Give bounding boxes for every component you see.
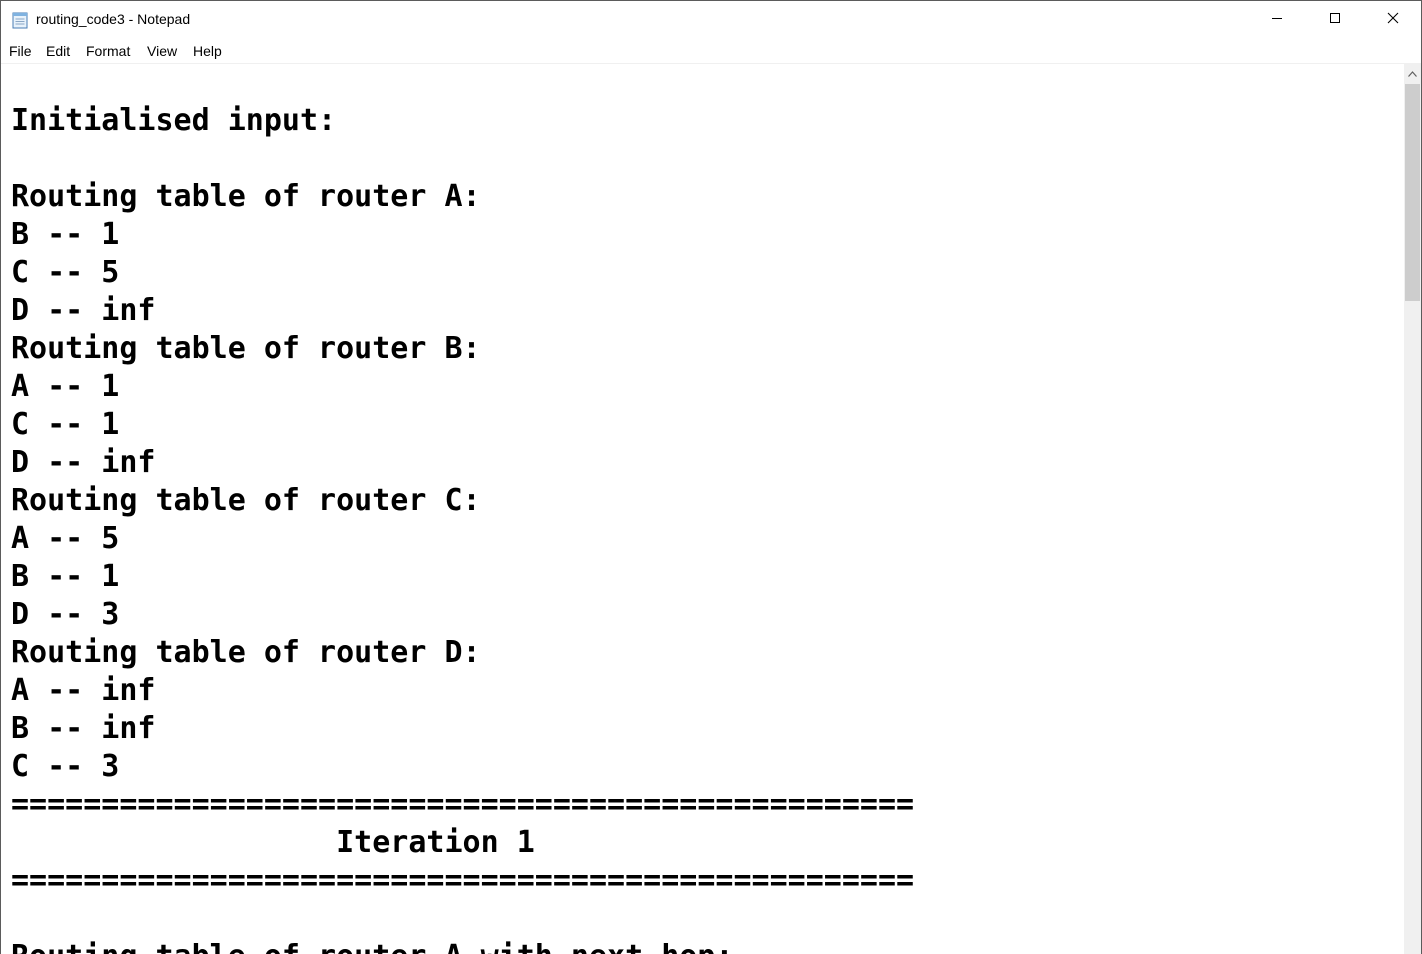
- text-editor-area[interactable]: Initialised input: Routing table of route…: [1, 64, 1404, 954]
- vertical-scrollbar[interactable]: [1404, 64, 1421, 954]
- editor-line: Routing table of router C:: [11, 483, 481, 518]
- editor-line: A -- 5: [11, 521, 120, 556]
- menu-edit[interactable]: Edit: [46, 43, 71, 59]
- minimize-icon: [1271, 11, 1283, 29]
- maximize-button[interactable]: [1306, 1, 1364, 38]
- editor-line: ========================================…: [11, 863, 915, 898]
- menu-view[interactable]: View: [147, 43, 178, 59]
- menu-bar: File Edit Format View Help: [1, 38, 1421, 64]
- editor-line: Routing table of router B:: [11, 331, 481, 366]
- editor-line: Routing table of router D:: [11, 635, 481, 670]
- editor-line: Routing table of router A:: [11, 179, 481, 214]
- editor-line: D -- inf: [11, 293, 156, 328]
- editor-line: ========================================…: [11, 787, 915, 822]
- editor-line: D -- 3: [11, 597, 120, 632]
- title-bar[interactable]: routing_code3 - Notepad: [1, 1, 1421, 38]
- editor-line: Iteration 1: [11, 825, 535, 860]
- close-button[interactable]: [1364, 1, 1421, 38]
- menu-help[interactable]: Help: [193, 43, 222, 59]
- maximize-icon: [1329, 11, 1341, 29]
- minimize-button[interactable]: [1248, 1, 1306, 38]
- editor-content: Initialised input: Routing table of route…: [11, 102, 914, 954]
- editor-line: B -- inf: [11, 711, 156, 746]
- editor-line: Routing table of router A with next hop:: [11, 938, 914, 954]
- editor-line: B -- 1: [11, 559, 120, 594]
- scrollbar-thumb[interactable]: [1405, 84, 1420, 301]
- scroll-up-button[interactable]: [1404, 64, 1421, 81]
- editor-line: Initialised input:: [11, 103, 337, 138]
- close-icon: [1387, 11, 1399, 29]
- editor-line: A -- inf: [11, 673, 156, 708]
- menu-format[interactable]: Format: [86, 43, 131, 59]
- chevron-up-icon: [1408, 64, 1417, 82]
- editor-line: [11, 140, 914, 178]
- editor-line: C -- 3: [11, 749, 120, 784]
- menu-file[interactable]: File: [9, 43, 32, 59]
- editor-line: C -- 1: [11, 407, 120, 442]
- notepad-icon: [12, 11, 28, 29]
- editor-line: D -- inf: [11, 445, 156, 480]
- window-title: routing_code3 - Notepad: [36, 11, 191, 27]
- editor-line: A -- 1: [11, 369, 120, 404]
- editor-line: C -- 5: [11, 255, 120, 290]
- editor-line: [11, 900, 914, 938]
- editor-line: B -- 1: [11, 217, 120, 252]
